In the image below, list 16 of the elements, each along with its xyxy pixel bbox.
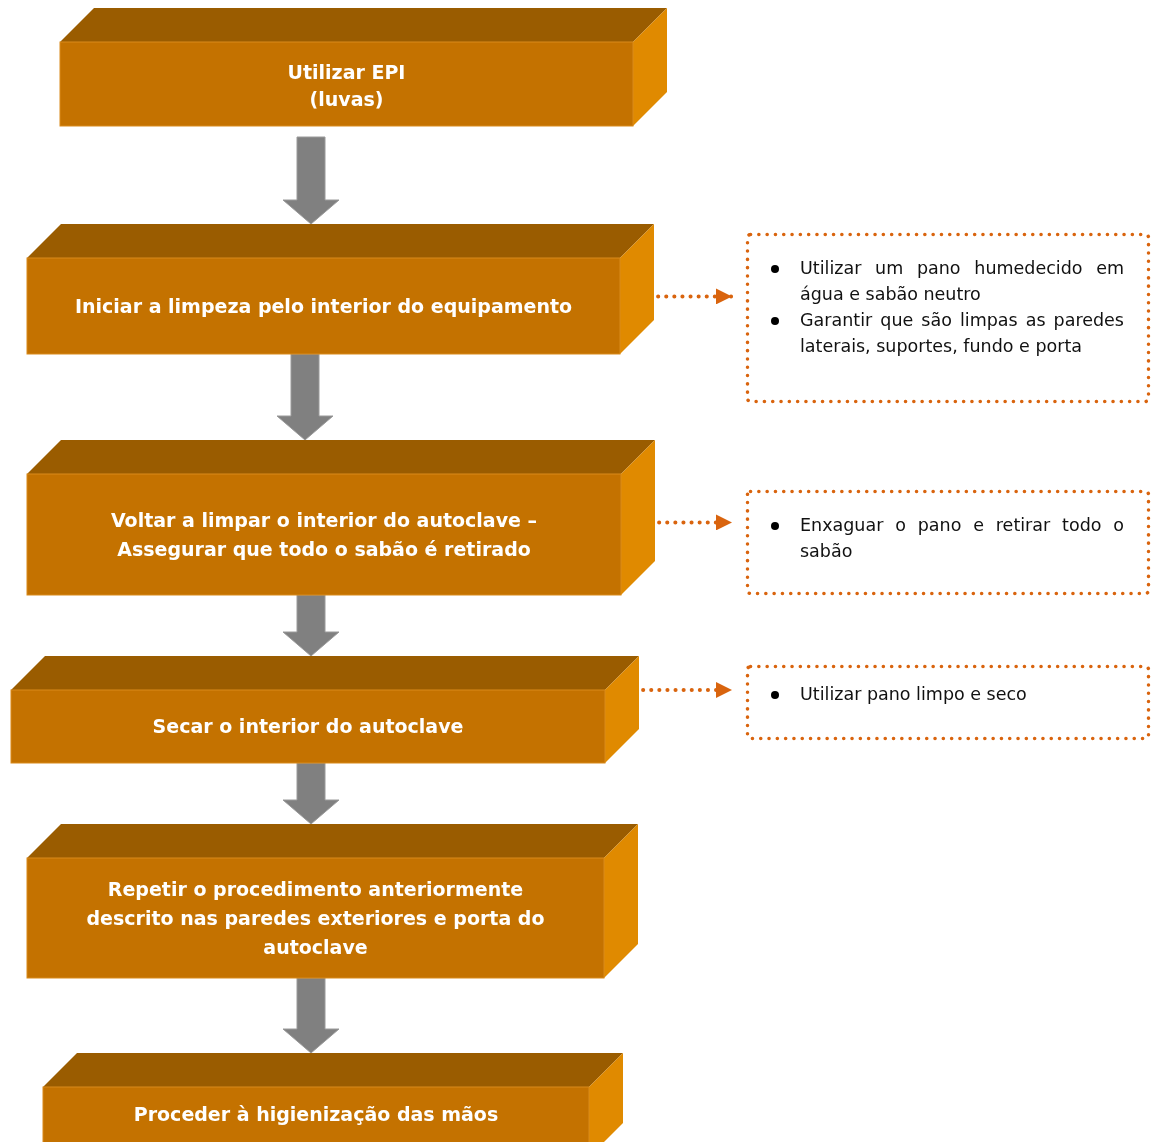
bullet-item: Utilizar um pano humedecido em água e sabão neutro <box>746 255 1124 307</box>
step-title: Utilizar EPI <box>287 59 406 85</box>
bullet-item: Utilizar pano limpo e seco <box>746 681 1124 707</box>
step-title: Proceder à higienização das mãos <box>133 1101 499 1127</box>
bullet-item: Enxaguar o pano e retirar todo o sabão <box>746 512 1124 564</box>
step-title: Secar o interior do autoclave <box>152 714 464 739</box>
block-arrow <box>282 136 340 225</box>
block-arrow <box>282 762 340 825</box>
step-title: Iniciar a limpeza pelo interior do equipamento <box>74 293 573 319</box>
block-arrow <box>282 594 340 657</box>
step-title: Repetir o procedimento anteriormente descrito nas paredes exteriores e porta do autoclave <box>85 876 546 960</box>
block-arrow <box>282 977 340 1054</box>
block-arrow <box>276 353 334 441</box>
step-title: Voltar a limpar o interior do autoclave – Assegurar que todo o sabão é retirado <box>109 507 539 562</box>
bullet-item: Garantir que são limpas as paredes laterais, suportes, fundo e porta <box>746 307 1124 359</box>
step-subtitle: (luvas) <box>309 86 384 111</box>
